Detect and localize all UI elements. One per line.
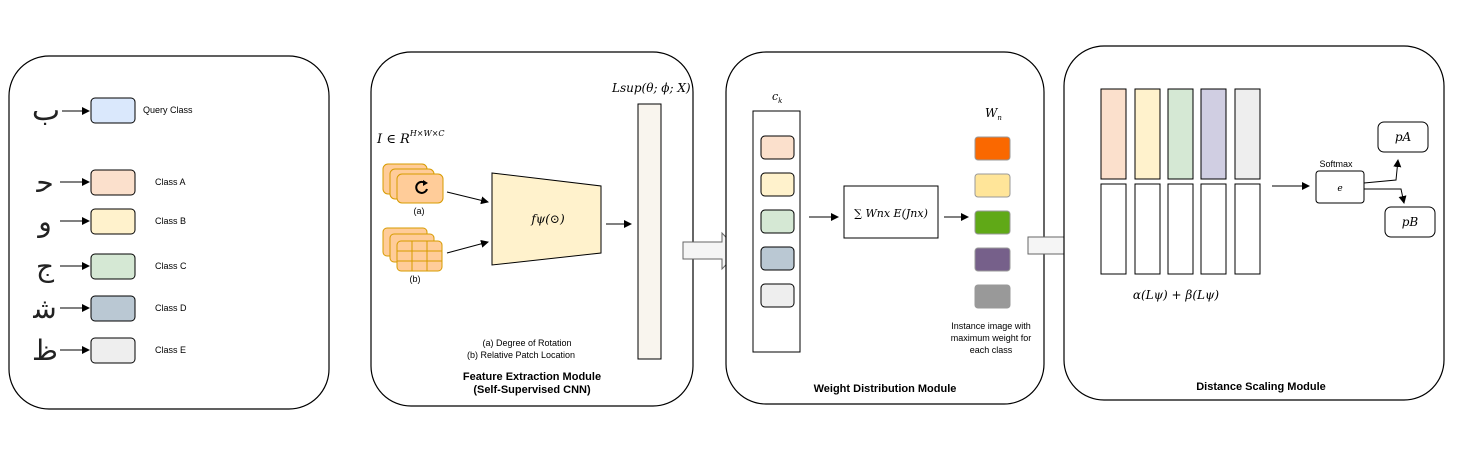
legend-b: (b) Relative Patch Location — [467, 350, 575, 360]
weight-title: Weight Distribution Module — [814, 383, 957, 395]
query-class-box — [90, 97, 136, 124]
distance-bars — [1100, 88, 1261, 275]
arrow-to-pa — [1363, 159, 1402, 184]
note-line-1: Instance image with — [951, 321, 1031, 331]
wn-label: Wn — [985, 106, 1002, 122]
dist-bar-top-1 — [1134, 88, 1161, 180]
wn-box-0 — [974, 136, 1011, 161]
dist-bar-bottom-0 — [1100, 183, 1127, 275]
class-box-0 — [90, 169, 136, 196]
label-a: (a) — [414, 206, 425, 216]
query-support-panel — [8, 55, 330, 410]
wn-box-4 — [974, 284, 1011, 309]
output-pa: pA — [1395, 130, 1412, 144]
encoder-label: fψ(⊙) — [530, 212, 565, 226]
dist-bar-top-2 — [1167, 88, 1194, 180]
class-box-1 — [90, 208, 136, 235]
rotate-icon — [415, 180, 428, 194]
note-line-3: each class — [970, 345, 1013, 355]
embedding-bar — [637, 103, 662, 360]
ck-boxes — [760, 135, 795, 308]
class-glyph-0: ﺣ — [35, 166, 53, 199]
class-glyph-1: ﻭ — [36, 205, 52, 238]
arrow-grid-to-encoder — [446, 239, 489, 254]
ck-box-0 — [760, 135, 795, 160]
dist-bar-bottom-3 — [1200, 183, 1227, 275]
wn-box-1 — [974, 173, 1011, 198]
dist-bar-bottom-1 — [1134, 183, 1161, 275]
legend-a: (a) Degree of Rotation — [482, 338, 571, 348]
ck-box-4 — [760, 283, 795, 308]
ck-label: ck — [772, 90, 782, 105]
input-formula: I ∈ RH×W×C — [376, 129, 445, 147]
dist-bar-top-3 — [1200, 88, 1227, 180]
rotation-patch-stack — [382, 163, 444, 204]
output-pb: pB — [1402, 215, 1419, 229]
dist-bar-bottom-2 — [1167, 183, 1194, 275]
weighted-sum-formula: ∑ Wnx E(Jnx) — [854, 207, 928, 220]
ck-box-2 — [760, 209, 795, 234]
class-box-4 — [90, 337, 136, 364]
softmax-box — [1315, 170, 1365, 204]
softmax-symbol: e — [1337, 184, 1342, 194]
query-glyph: ب — [32, 93, 60, 128]
class-label-3: Class D — [155, 303, 187, 313]
encoder-trapezoid — [491, 172, 602, 266]
dist-bar-bottom-4 — [1234, 183, 1261, 275]
loss-label: Lsup(θ; ϕ; X) — [611, 81, 691, 95]
wn-box-3 — [974, 247, 1011, 272]
ck-box-3 — [760, 246, 795, 271]
class-label-1: Class B — [155, 216, 186, 226]
dist-bar-top-4 — [1234, 88, 1261, 180]
weighted-sum-box — [843, 185, 939, 239]
feature-title-line2: (Self-Supervised CNN) — [473, 384, 591, 396]
softmax-label: Softmax — [1319, 159, 1353, 169]
label-b: (b) — [410, 274, 421, 284]
arrow-rotation-to-encoder — [446, 191, 489, 205]
grid-patch-stack — [382, 227, 443, 272]
class-label-2: Class C — [155, 261, 187, 271]
class-glyph-2: ﺝ — [36, 250, 55, 284]
output-pa-box — [1377, 121, 1429, 153]
output-pb-box — [1384, 206, 1436, 238]
ck-box-1 — [760, 172, 795, 197]
wn-boxes — [974, 136, 1011, 309]
class-box-2 — [90, 253, 136, 280]
dist-bar-top-0 — [1100, 88, 1127, 180]
class-rows: ﺣ Class A ﻭ Class B ﺝ Class C ﺷ Class D ﻅ Class E — [32, 166, 187, 367]
class-glyph-4: ﻅ — [32, 334, 58, 367]
distance-formula: α(Lψ) + β(Lψ) — [1133, 288, 1220, 302]
class-box-3 — [90, 295, 136, 322]
distance-title: Distance Scaling Module — [1196, 381, 1326, 393]
class-glyph-3: ﺷ — [32, 292, 56, 325]
query-class-label: Query Class — [143, 105, 193, 115]
arrow-to-pb — [1364, 188, 1407, 204]
note-line-2: maximum weight for — [951, 333, 1032, 343]
wn-box-2 — [974, 210, 1011, 235]
class-label-4: Class E — [155, 345, 186, 355]
feature-title-line1: Feature Extraction Module — [463, 371, 601, 383]
class-label-0: Class A — [155, 177, 186, 187]
